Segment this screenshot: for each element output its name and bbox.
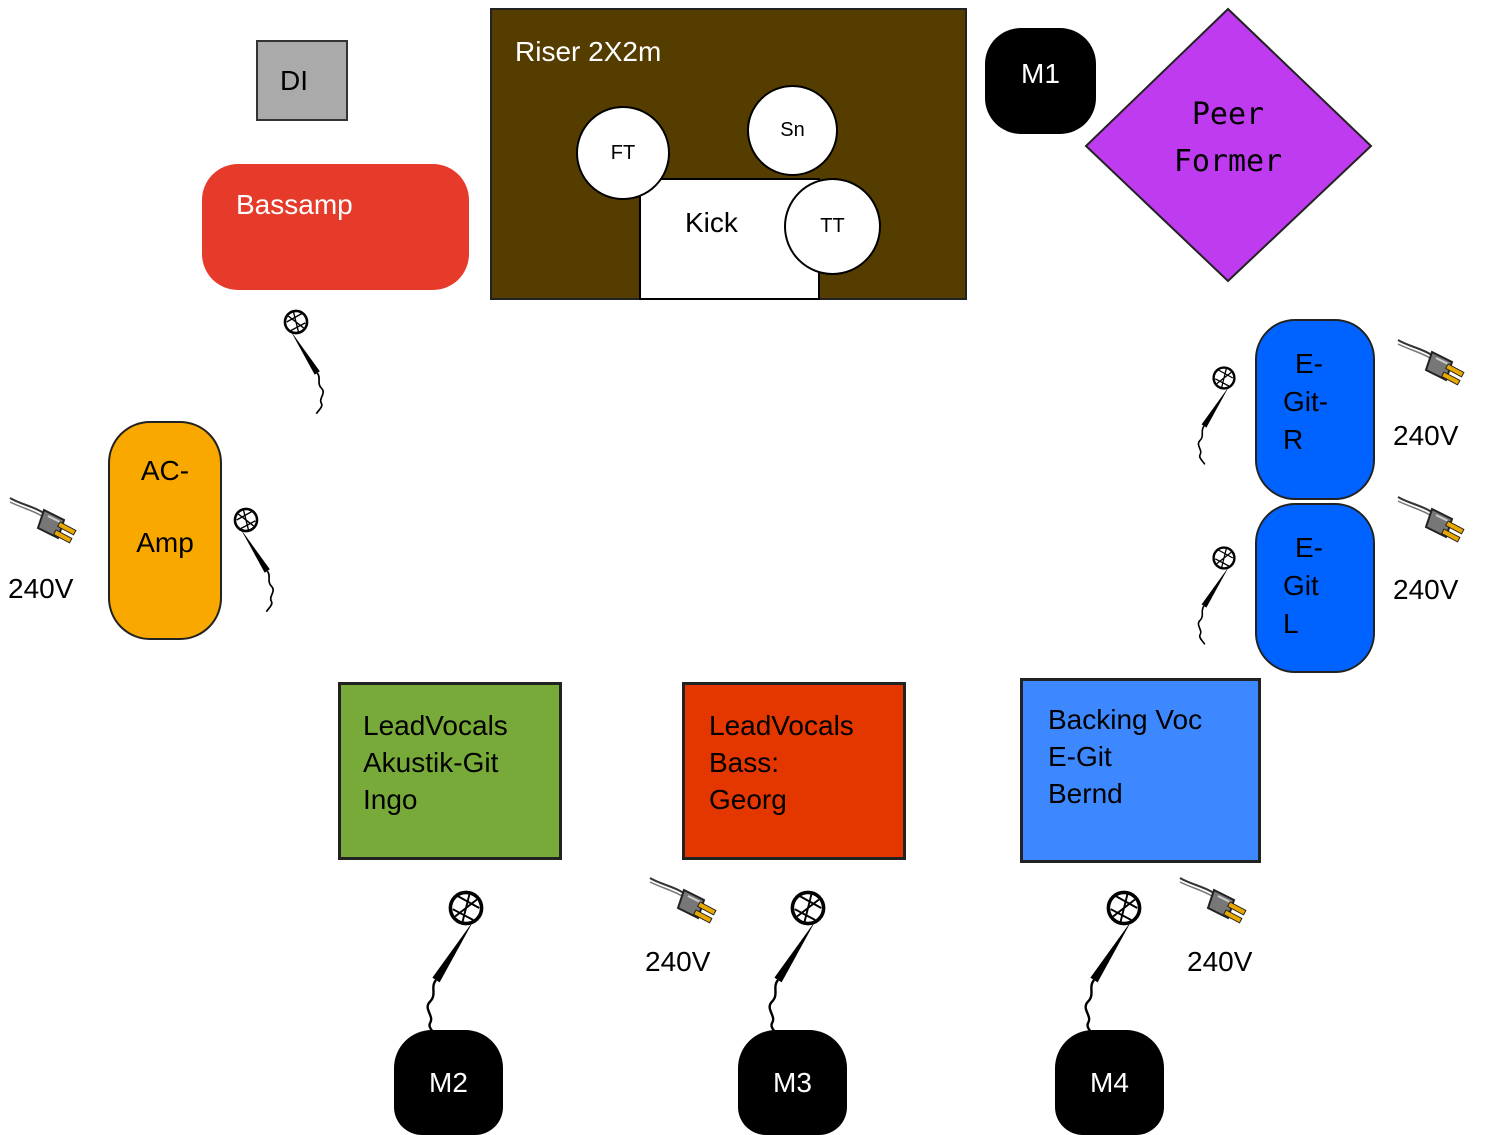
egit-l-line1: E-	[1295, 532, 1323, 563]
ac-amp-line1: AC-	[140, 455, 190, 486]
egit-l-line3: L	[1283, 608, 1299, 639]
monitor-m1: M1	[985, 28, 1096, 134]
egit-r-line3: R	[1283, 424, 1304, 455]
ingo-line3: Ingo	[363, 784, 418, 815]
bernd-line3: Bernd	[1048, 778, 1123, 809]
m2-label: M2	[429, 1066, 468, 1098]
sn-label: Sn	[780, 119, 805, 141]
ft-label: FT	[610, 141, 636, 164]
power-plug-georg-icon	[649, 877, 717, 924]
ingo-line2: Akustik-Git	[363, 747, 499, 778]
musician-bernd: Backing Voc E-Git Bernd	[1020, 678, 1261, 863]
egit-l-line2: Git	[1283, 570, 1319, 601]
ingo-line1: LeadVocals	[363, 710, 508, 741]
power-plug-bernd-icon	[1179, 877, 1247, 924]
monitor-m2: M2	[394, 1030, 503, 1135]
mic-georg-icon	[767, 890, 826, 1040]
egit-r-amp: E- Git- R	[1255, 319, 1375, 500]
ac-amp-line2: Amp	[136, 527, 194, 558]
tt-label: TT	[820, 215, 845, 237]
mic-bassamp-icon	[283, 309, 325, 416]
riser-label: Riser 2X2m	[515, 36, 662, 67]
bass-amp: Bassamp	[202, 164, 469, 290]
m4-label: M4	[1090, 1066, 1129, 1098]
egit-r-line2: Git-	[1283, 386, 1329, 417]
monitor-m4: M4	[1055, 1030, 1164, 1135]
mic-egit-l-icon	[1197, 546, 1236, 646]
tom-tom: TT	[784, 178, 881, 275]
bernd-line1: Backing Voc	[1048, 704, 1203, 735]
kick-label: Kick	[685, 207, 738, 238]
m3-label: M3	[773, 1066, 812, 1098]
kick-drum: Kick	[639, 178, 820, 300]
voltage-label-bernd: 240V	[1187, 946, 1253, 977]
peer-former-label: Peer Former	[1130, 88, 1326, 188]
egit-l-amp: E- Git L	[1255, 503, 1375, 673]
bassamp-label: Bassamp	[236, 189, 353, 220]
musician-ingo: LeadVocals Akustik-Git Ingo	[338, 682, 562, 860]
voltage-label-egit-l: 240V	[1393, 574, 1459, 605]
mic-bernd-icon	[1083, 890, 1142, 1040]
power-plug-egit-l-icon	[1397, 496, 1465, 543]
georg-line2: Bass:	[709, 747, 780, 778]
mic-egit-r-icon	[1197, 366, 1236, 466]
peer-former-line1: Peer	[1191, 97, 1265, 132]
egit-r-line1: E-	[1295, 348, 1323, 379]
monitor-m3: M3	[738, 1030, 847, 1135]
m1-label: M1	[1021, 58, 1060, 89]
floor-tom: FT	[576, 106, 670, 200]
peer-former-line2: Former	[1173, 144, 1283, 179]
mic-ingo-icon	[425, 890, 484, 1040]
bernd-line2: E-Git	[1048, 741, 1112, 772]
voltage-label-egit-r: 240V	[1393, 420, 1459, 451]
ac-amp: AC- Amp	[108, 421, 222, 640]
musician-georg: LeadVocals Bass: Georg	[682, 682, 906, 860]
voltage-label-georg: 240V	[645, 946, 711, 977]
di-box: DI	[256, 40, 348, 121]
di-label: DI	[280, 64, 308, 96]
mic-ac-amp-icon	[233, 507, 275, 614]
voltage-label-ac-amp: 240V	[8, 573, 74, 604]
snare-drum: Sn	[747, 85, 838, 176]
georg-line1: LeadVocals	[709, 710, 854, 741]
georg-line3: Georg	[709, 784, 787, 815]
power-plug-ac-amp-icon	[9, 497, 77, 544]
power-plug-egit-r-icon	[1397, 339, 1465, 386]
